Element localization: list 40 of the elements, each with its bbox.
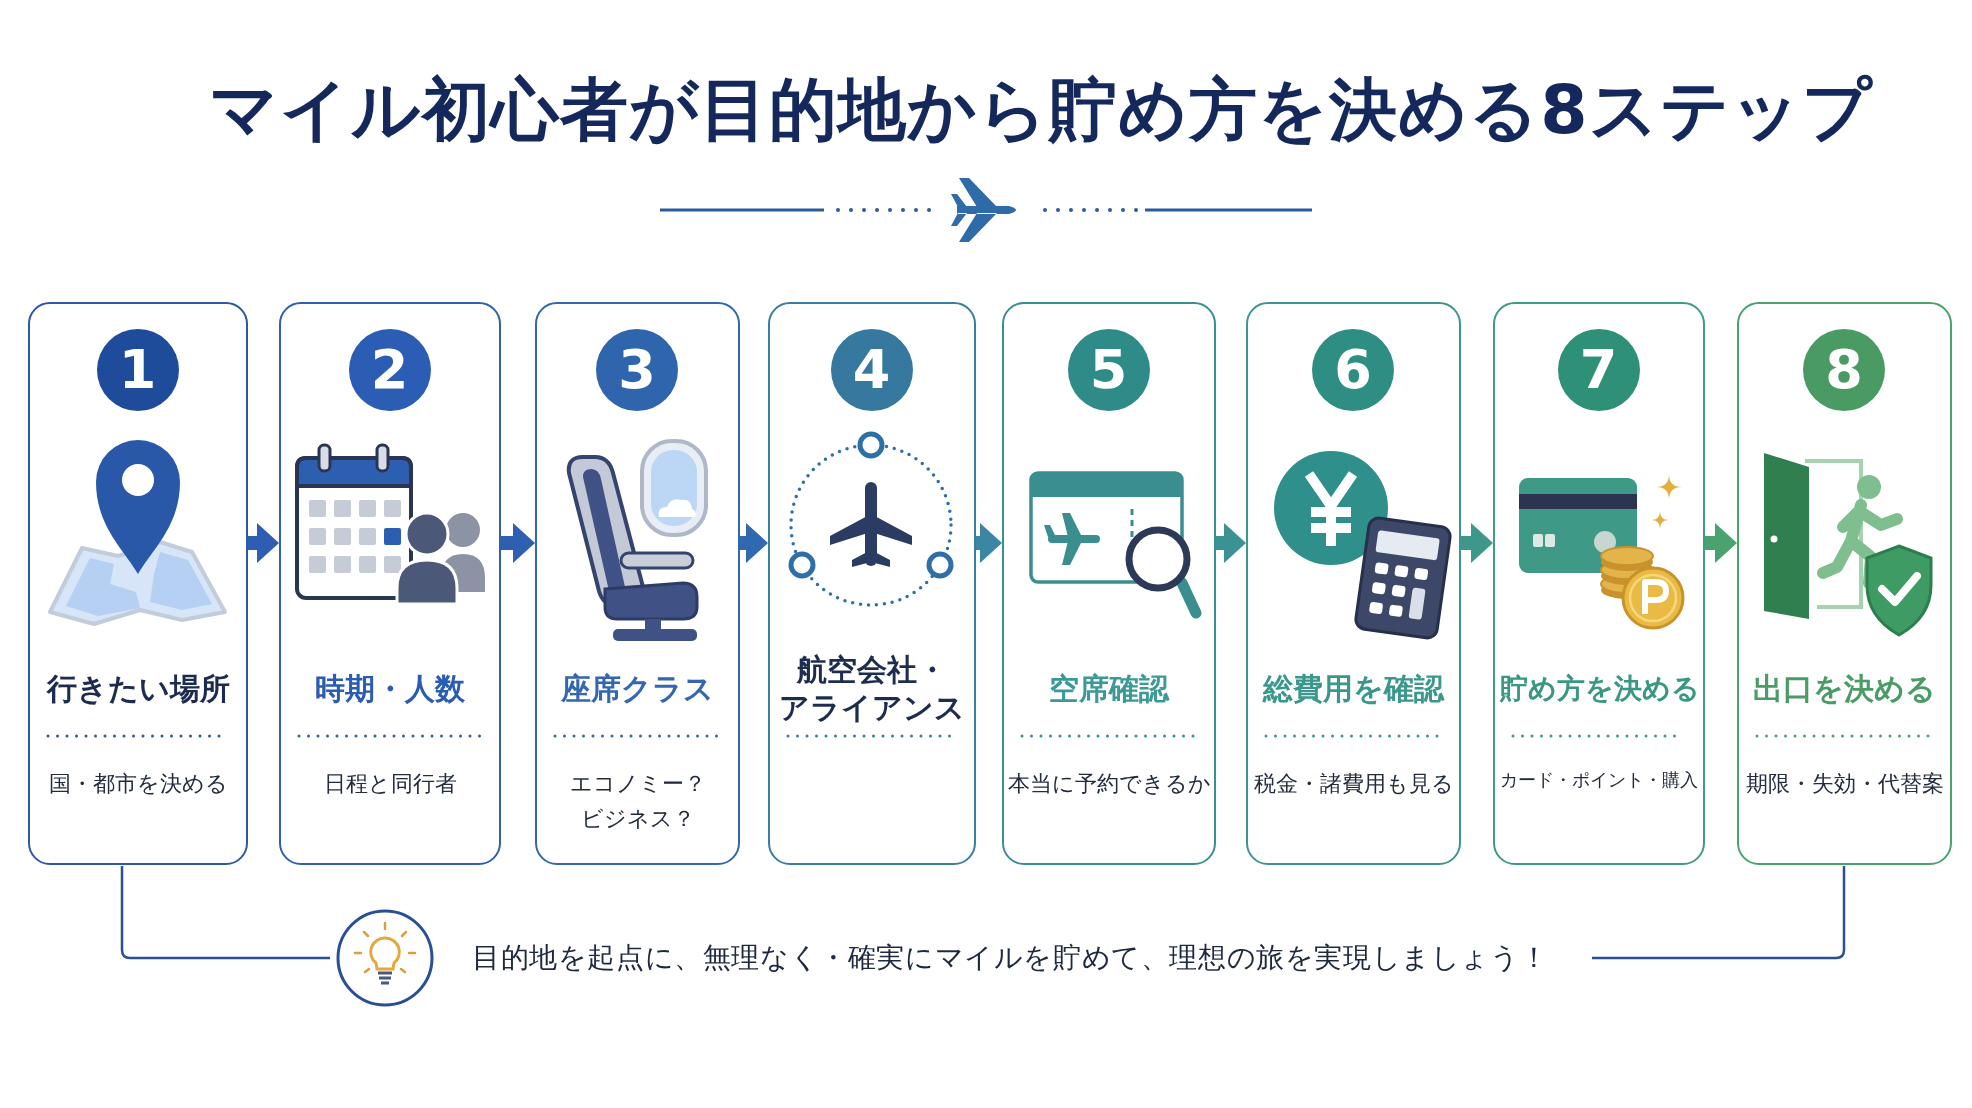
number-circle: 4 [830, 329, 913, 411]
step-description: カード・ポイント・購入 [1500, 769, 1698, 792]
arrow [1705, 523, 1737, 563]
arrow [1216, 523, 1246, 563]
arrow [976, 523, 1002, 563]
number-circle: 3 [596, 329, 678, 411]
step-card [28, 302, 248, 865]
step-card [1737, 302, 1952, 865]
number-circle: 8 [1803, 329, 1885, 411]
step-description: 本当に予約できるか [1008, 770, 1210, 798]
step-title: 空席確認 [1049, 669, 1169, 708]
number-circle: 7 [1557, 329, 1640, 411]
step-card [768, 302, 976, 865]
title: マイル初心者が目的地から貯め方を決める8ステップ [209, 69, 1873, 151]
summary-note: 目的地を起点に、無理なく・確実にマイルを貯めて、理想の旅を実現しましょう！ [472, 940, 1549, 976]
step-card [1493, 302, 1705, 865]
step-description: 期限・失効・代替案 [1745, 770, 1944, 798]
number-circle: 6 [1312, 329, 1394, 411]
step-title: 時期・人数 [315, 669, 465, 708]
step-card [279, 302, 501, 865]
arrow [501, 523, 535, 563]
step-description: エコノミー？ビジネス？ [568, 770, 707, 834]
step-card [535, 302, 740, 865]
step-title: 座席クラス [561, 669, 714, 708]
step-description: 税金・諸費用も見る [1253, 770, 1454, 798]
step-title: 行きたい場所 [46, 669, 230, 708]
arrow [1461, 523, 1493, 563]
number-circle: 2 [348, 329, 431, 411]
step-description: 国・都市を決める [48, 770, 228, 798]
step-title: 総費用を確認 [1263, 669, 1444, 708]
number-circle: 5 [1067, 329, 1150, 411]
step-description: 日程と同行者 [323, 770, 457, 798]
step-title: 貯め方を決める [1500, 671, 1698, 707]
step-title: 航空会社・アライアンス [778, 650, 966, 727]
step-title: 出口を決める [1753, 669, 1936, 708]
step-card [1246, 302, 1461, 865]
arrow [248, 523, 279, 563]
arrow [740, 523, 768, 563]
number-circle: 1 [96, 329, 179, 411]
step-card [1002, 302, 1216, 865]
